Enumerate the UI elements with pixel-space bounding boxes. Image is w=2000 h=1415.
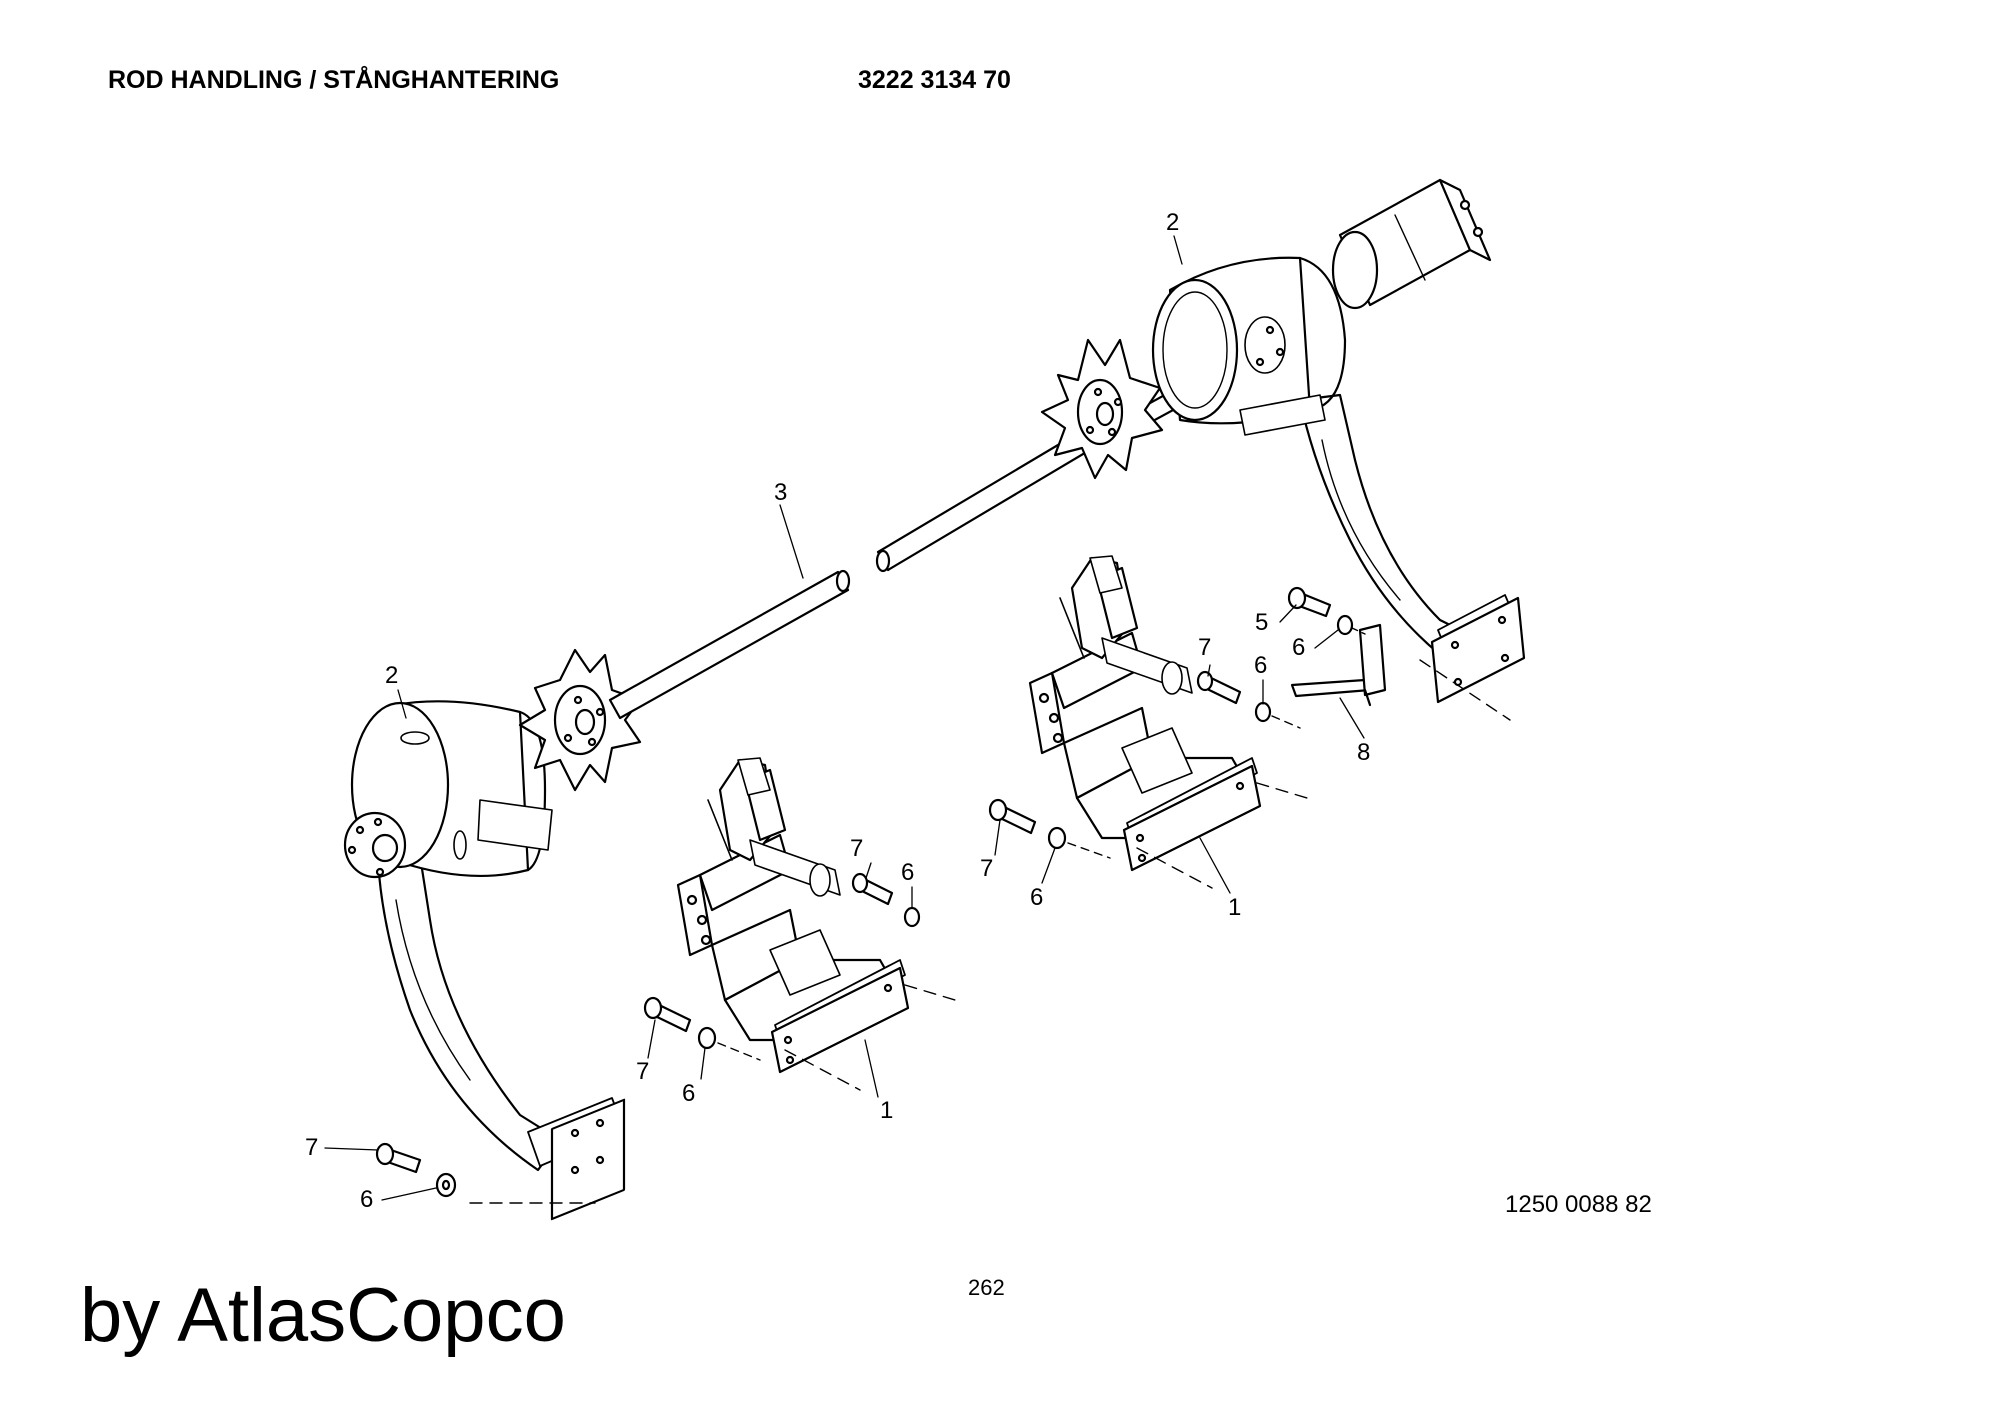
callout-6: 6 [360,1186,373,1213]
callout-7: 7 [305,1134,318,1161]
page-title: ROD HANDLING / STÅNGHANTERING [108,66,560,94]
callout-6: 6 [1254,652,1267,679]
right-foot-plate [1430,596,1526,704]
page-number: 262 [968,1275,1005,1300]
left-arm-assembly [343,700,626,1221]
callout-6: 6 [1030,884,1043,911]
callout-8: 8 [1357,739,1370,766]
callout-1: 1 [1228,894,1241,921]
washer-6 [1336,614,1354,636]
left-arm [376,854,562,1172]
callout-6: 6 [1292,634,1305,661]
callout-6: 6 [682,1080,695,1107]
callout-2: 2 [385,662,398,689]
callout-6: 6 [901,859,914,886]
bracket-8 [1290,678,1372,698]
callout-7: 7 [636,1058,649,1085]
callout-7: 7 [980,855,993,882]
right-arm [1298,393,1482,672]
leader-lines [324,235,1365,1201]
callout-7: 7 [850,835,863,862]
left-sprocket [518,648,642,792]
callout-7: 7 [1198,634,1211,661]
callout-1: 1 [880,1097,893,1124]
callout-5: 5 [1255,609,1268,636]
left-foot-plate [550,1098,626,1221]
right-arm-assembly [1151,178,1526,721]
washer-6 [1047,826,1067,850]
washer-6 [1254,701,1272,723]
right-gripper-bracket [988,555,1308,889]
washer-6 [903,906,921,928]
document-number: 3222 3134 70 [858,66,1011,94]
drawing-number: 1250 0088 82 [1505,1191,1652,1218]
left-gripper-bracket [643,757,956,1091]
callout-2: 2 [1166,209,1179,236]
callout-3: 3 [774,479,787,506]
callout-numbers: 7 6 2 3 2 7 6 7 6 1 7 6 1 7 6 5 6 8 [305,209,1370,1213]
brand-text: by AtlasCopco [80,1273,566,1358]
right-sprocket [1040,338,1164,480]
washer-6 [697,1026,717,1050]
